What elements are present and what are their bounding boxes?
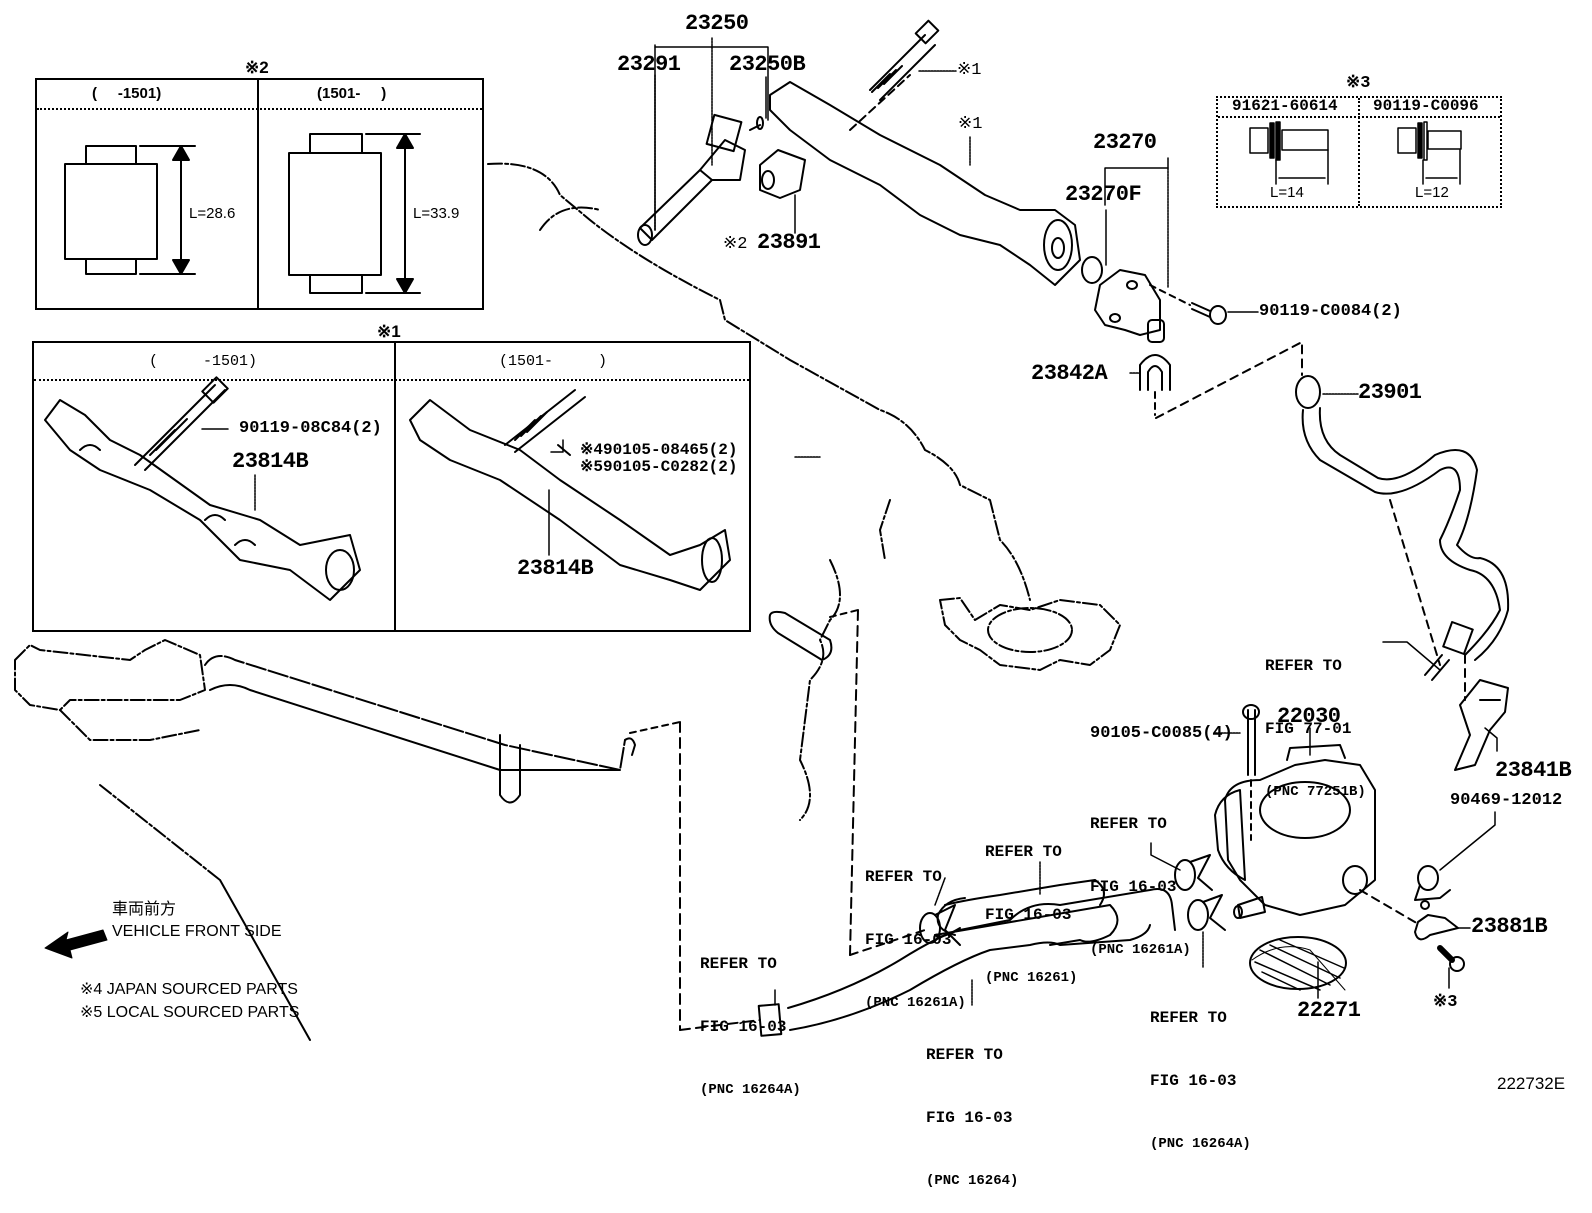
pipe-late-part-label: 23814B [517,556,594,581]
reference-fig-16-03-16264A-left[interactable]: REFER TO FIG 16-03 (PNC 16264A) [700,912,801,1122]
ref-line-1: REFER TO [985,843,1062,861]
pipe-marker-s1: ※1 [958,115,983,134]
clamp-90469-drawing [1414,865,1451,910]
part-label-23291[interactable]: 23291 [617,52,681,77]
part-label-23250B[interactable]: 23250B [729,52,806,77]
part-label-23270F[interactable]: 23270F [1065,182,1142,207]
note-local-sourced: ※5 LOCAL SOURCED PARTS [80,1004,300,1021]
pipe-early-part-label: 23814B [232,449,309,474]
bolt-marker-s1: ※1 [957,61,982,80]
delivery-pipe-inset-marker: ※1 [377,322,401,341]
engine-outline [14,162,1121,821]
middle-stub-drawing [679,609,926,1031]
part-label-23891[interactable]: 23891 [757,230,821,255]
reference-fig-16-03-16261A-right[interactable]: REFER TO FIG 16-03 (PNC 16261A) [1090,772,1191,982]
note-japan-sourced: ※4 JAPAN SOURCED PARTS [80,981,298,998]
bolt-2-part-number: 90119-C0096 [1373,97,1479,115]
injector-spacer-drawing [759,149,806,199]
part-label-90105-C0085[interactable]: 90105-C0085(4) [1090,724,1233,743]
reference-fig-16-03-16264[interactable]: REFER TO FIG 16-03 (PNC 16264) [926,1003,1018,1213]
bolt-s3-drawing [1437,945,1465,972]
lower-left-pipe-drawing [99,655,681,1041]
bolt-inset-drawings [1249,121,1462,185]
ref-line-3: (PNC 16264A) [1150,1136,1251,1152]
bolt-marker-s3: ※3 [1433,993,1458,1012]
spacer-late-range: (1501- ) [317,85,387,102]
ref-line-3: (PNC 77251B) [1265,784,1366,800]
pipe-late-bolt-label-2: ※590105-C0282(2) [580,458,738,476]
parts-diagram-artwork [14,19,1510,1041]
pipe-late-range: (1501- ) [499,353,608,370]
spacer-inset-marker: ※2 [245,58,269,77]
delivery-pipe-drawing-late [409,389,731,591]
part-label-23901[interactable]: 23901 [1358,380,1422,405]
bolt-inset-marker: ※3 [1346,74,1371,93]
part-label-23250[interactable]: 23250 [685,11,749,36]
clip-23841B-drawing [1424,654,1509,771]
fuel-pressure-part-drawing [1081,256,1227,343]
part-label-22030[interactable]: 22030 [1277,704,1341,729]
delivery-pipe-inset-table: ( -1501) (1501- ) 90119-08C84(2) 23814B … [32,341,751,632]
reference-fig-16-03-16261A-left[interactable]: REFER TO FIG 16-03 (PNC 16261A) [865,825,966,1035]
ref-line-3: (PNC 16264) [926,1173,1019,1189]
bolt-inset-table: 91621-60614 90119-C0096 L=14 L=12 [1216,96,1502,208]
spacer-drawing-early [64,145,196,275]
part-label-22271[interactable]: 22271 [1297,998,1361,1023]
clip-23842A-drawing [1139,341,1303,419]
reference-fig-16-03-16261[interactable]: REFER TO FIG 16-03 (PNC 16261) [985,800,1077,1010]
part-label-90119-C0084[interactable]: 90119-C0084(2) [1259,302,1402,321]
part-label-23270[interactable]: 23270 [1093,130,1157,155]
ref-line-2: FIG 16-03 [926,1109,1013,1127]
main-delivery-pipe-drawing [769,19,1081,286]
ref-line-1: REFER TO [700,955,777,973]
ref-line-2: FIG 16-03 [985,906,1072,924]
ref-line-3: (PNC 16264A) [700,1082,801,1098]
part-23891-marker: ※2 [723,235,748,254]
ref-line-3: (PNC 16261A) [1090,942,1191,958]
leader-lines [201,37,1498,1006]
delivery-pipe-drawing-early [44,376,361,601]
throttle-body-drawing [1214,704,1421,926]
pipe-late-bolt-label-1: ※490105-08465(2) [580,441,738,459]
pipe-early-bolt-label: 90119-08C84(2) [239,419,382,438]
bolt-2-dimension: L=12 [1415,184,1449,201]
fuel-hose-23901-drawing [1295,375,1510,701]
injector-drawing [637,113,764,246]
reference-fig-77-01[interactable]: REFER TO FIG 77-01 (PNC 77251B) [1265,614,1366,824]
ref-line-2: FIG 16-03 [1150,1072,1237,1090]
ref-line-1: REFER TO [926,1046,1003,1064]
gasket-22271-drawing [1249,936,1347,991]
ref-line-1: REFER TO [1265,657,1342,675]
part-label-23841B[interactable]: 23841B [1495,758,1572,783]
ref-line-1: REFER TO [865,868,942,886]
diagram-id: 222732E [1497,1074,1566,1093]
coolant-hoses-drawing [757,854,1226,1037]
ref-line-1: REFER TO [1150,1009,1227,1027]
part-label-90469-12012[interactable]: 90469-12012 [1450,791,1563,810]
ref-line-2: FIG 77-01 [1265,720,1352,738]
ref-line-2: FIG 16-03 [865,931,952,949]
spacer-late-dimension: L=33.9 [413,205,460,222]
spacer-inset-table: ( -1501) (1501- ) L=28.6 L=33.9 [35,78,484,310]
ref-line-2: FIG 16-03 [700,1018,787,1036]
ref-line-3: (PNC 16261A) [865,995,966,1011]
part-label-23881B[interactable]: 23881B [1471,914,1548,939]
spacer-early-range: ( -1501) [92,85,162,102]
bolt-1-part-number: 91621-60614 [1232,97,1338,115]
ref-line-3: (PNC 16261) [985,970,1078,986]
reference-fig-16-03-16264A-right[interactable]: REFER TO FIG 16-03 (PNC 16264A) [1150,966,1251,1176]
pipe-early-range: ( -1501) [149,353,258,370]
spacer-drawing-late [288,133,421,294]
part-label-23842A[interactable]: 23842A [1031,361,1108,386]
bolt-1-dimension: L=14 [1270,184,1304,201]
vehicle-front-arrow-icon [44,929,108,959]
bracket-23881B-drawing [1414,914,1459,941]
ref-line-1: REFER TO [1090,815,1167,833]
vehicle-front-label-jp: 車両前方 [112,901,177,918]
spacer-early-dimension: L=28.6 [189,205,236,222]
ref-line-2: FIG 16-03 [1090,878,1177,896]
vehicle-front-label-en: VEHICLE FRONT SIDE [112,923,282,940]
